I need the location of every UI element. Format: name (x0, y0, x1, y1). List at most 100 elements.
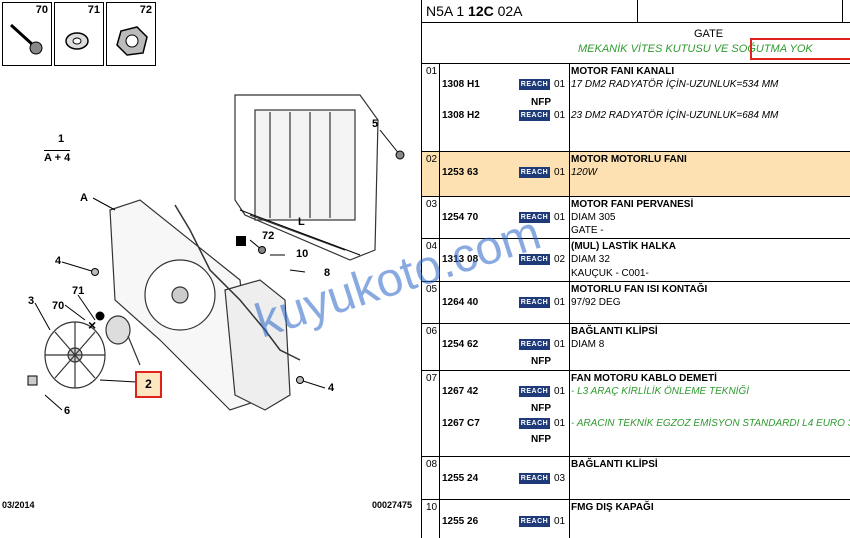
group-03[interactable]: 03 MOTOR FANI PERVANESİ 1254 70 REACH 01… (422, 196, 850, 239)
reach-badge: REACH (519, 418, 550, 429)
callout-1[interactable]: 1 (58, 133, 65, 145)
quantity: 01 (554, 386, 566, 397)
reach-badge: REACH (519, 516, 550, 527)
part-row[interactable]: 1254 70 REACH 01 DIAM 305 (422, 212, 850, 226)
part-note: GATE - (571, 225, 604, 236)
quantity: 01 (554, 167, 566, 178)
group-04[interactable]: 04 (MUL) LASTİK HALKA 1313 08 REACH 02 D… (422, 238, 850, 282)
callout-8[interactable]: 8 (324, 267, 331, 279)
group-title: FAN MOTORU KABLO DEMETİ (571, 373, 717, 384)
group-number: 01 (426, 66, 438, 77)
callout-5[interactable]: 5 (372, 118, 379, 130)
thumb-72[interactable]: 72 (106, 2, 156, 66)
quantity: 01 (554, 212, 566, 223)
group-number: 04 (426, 241, 438, 252)
part-row[interactable]: 1267 C7 REACH 01 - ARACIN TEKNİK EGZOZ E… (422, 418, 850, 432)
reach-badge: REACH (519, 386, 550, 397)
exploded-diagram[interactable]: 70 71 72 (0, 0, 420, 538)
screw-icon (9, 23, 43, 55)
part-number: 1267 C7 (442, 418, 480, 429)
part-row[interactable]: 1254 62 REACH 01 DIAM 8 (422, 339, 850, 353)
callout-72[interactable]: 72 (262, 230, 275, 242)
quantity: 01 (554, 516, 566, 527)
nfp-flag: NFP (531, 434, 551, 445)
group-number: 05 (426, 284, 438, 295)
reach-badge: REACH (519, 79, 550, 90)
group-number: 06 (426, 326, 438, 337)
group-02-selected[interactable]: 02 MOTOR MOTORLU FANI 1253 63 REACH 01 1… (422, 151, 850, 197)
part-row[interactable]: 1308 H2 REACH 01 23 DM2 RADYATÖR İÇİN-UZ… (422, 110, 850, 124)
group-number: 07 (426, 373, 438, 384)
group-01[interactable]: 01 MOTOR FANI KANALI 1308 H1 REACH 01 17… (422, 63, 850, 152)
reach-badge: REACH (519, 254, 550, 265)
thumb-label: 72 (139, 4, 152, 16)
reach-badge: REACH (519, 473, 550, 484)
part-row[interactable]: 1253 63 REACH 01 120W (422, 167, 850, 181)
group-number: 08 (426, 459, 438, 470)
group-number: 10 (426, 502, 438, 513)
part-row[interactable]: 1264 40 REACH 01 97/92 DEG (422, 297, 850, 311)
fan-assembly-drawing: × (27, 94, 405, 411)
reach-badge: REACH (519, 339, 550, 350)
callout-2-highlighted[interactable]: 2 (135, 371, 162, 398)
part-description: 120W (571, 167, 598, 178)
part-row[interactable]: 1267 42 REACH 01 - L3 ARAÇ KİRLİLİK ÖNLE… (422, 386, 850, 400)
callout-3[interactable]: 3 (28, 295, 35, 307)
callout-4-bottom[interactable]: 4 (328, 382, 335, 394)
thumb-71[interactable]: 71 (54, 2, 104, 66)
part-description: 97/92 DEG (571, 297, 621, 308)
thumb-70[interactable]: 70 (2, 2, 52, 66)
diagram-code: 00027475 (372, 500, 413, 510)
callout-6[interactable]: 6 (64, 405, 71, 417)
part-number: 1267 42 (442, 386, 479, 397)
reach-badge: REACH (519, 297, 550, 308)
reach-badge: REACH (519, 167, 550, 178)
part-description: DIAM 8 (571, 339, 605, 350)
part-description: 23 DM2 RADYATÖR İÇİN-UZUNLUK=684 MM (571, 110, 779, 121)
gate-condition-text: MEKANİK VİTES KUTUSU VE SOĞUTMA YOK (578, 43, 813, 55)
quantity: 01 (554, 297, 566, 308)
group-title: (MUL) LASTİK HALKA (571, 241, 676, 252)
highlight-box (750, 38, 850, 60)
part-number: 1313 08 (442, 254, 479, 265)
group-title: MOTOR FANI PERVANESİ (571, 199, 694, 210)
dimension-L: L (298, 216, 305, 228)
group-05[interactable]: 05 MOTORLU FAN ISI KONTAĞI 1264 40 REACH… (422, 281, 850, 324)
group-title: MOTOR MOTORLU FANI (571, 154, 687, 165)
part-number: 1255 24 (442, 473, 479, 484)
group-06[interactable]: 06 BAĞLANTI KLİPSİ 1254 62 REACH 01 DIAM… (422, 323, 850, 371)
part-description: 17 DM2 RADYATÖR İÇİN-UZUNLUK=534 MM (571, 79, 779, 90)
nut-icon (116, 26, 148, 56)
nfp-flag: NFP (531, 403, 551, 414)
part-number: 1253 63 (442, 167, 479, 178)
part-row[interactable]: 1255 24 REACH 03 (422, 473, 850, 487)
reach-badge: REACH (519, 212, 550, 223)
washer-icon (65, 32, 89, 50)
part-row[interactable]: 1308 H1 REACH 01 17 DM2 RADYATÖR İÇİN-UZ… (422, 79, 850, 93)
nfp-flag: NFP (531, 97, 551, 108)
callout-A[interactable]: A (80, 192, 88, 204)
callout-70[interactable]: 70 (52, 300, 65, 312)
group-08[interactable]: 08 BAĞLANTI KLİPSİ 1255 24 REACH 03 (422, 456, 850, 500)
part-number: 1255 26 (442, 516, 479, 527)
group-07[interactable]: 07 FAN MOTORU KABLO DEMETİ 1267 42 REACH… (422, 370, 850, 457)
callout-1-sub: A + 4 (44, 150, 71, 164)
gate-label: GATE (694, 28, 724, 40)
thumb-label: 71 (87, 4, 100, 16)
part-number: 1308 H1 (442, 79, 480, 90)
part-number: 1264 40 (442, 297, 479, 308)
callout-71[interactable]: 71 (72, 285, 85, 297)
quantity: 02 (554, 254, 566, 265)
group-title: FMG DIŞ KAPAĞI (571, 502, 654, 513)
group-10[interactable]: 10 FMG DIŞ KAPAĞI 1255 26 REACH 01 (422, 499, 850, 538)
callout-10[interactable]: 10 (296, 248, 309, 260)
list-header: N5A 1 12C 02A (422, 0, 850, 23)
group-number: 02 (426, 154, 438, 165)
part-row[interactable]: 1255 26 REACH 01 (422, 516, 850, 530)
group-title: MOTOR FANI KANALI (571, 66, 675, 77)
group-title: BAĞLANTI KLİPSİ (571, 326, 658, 337)
group-number: 03 (426, 199, 438, 210)
quantity: 01 (554, 339, 566, 350)
part-row[interactable]: 1313 08 REACH 02 DIAM 32 (422, 254, 850, 268)
callout-4-top[interactable]: 4 (55, 255, 62, 267)
